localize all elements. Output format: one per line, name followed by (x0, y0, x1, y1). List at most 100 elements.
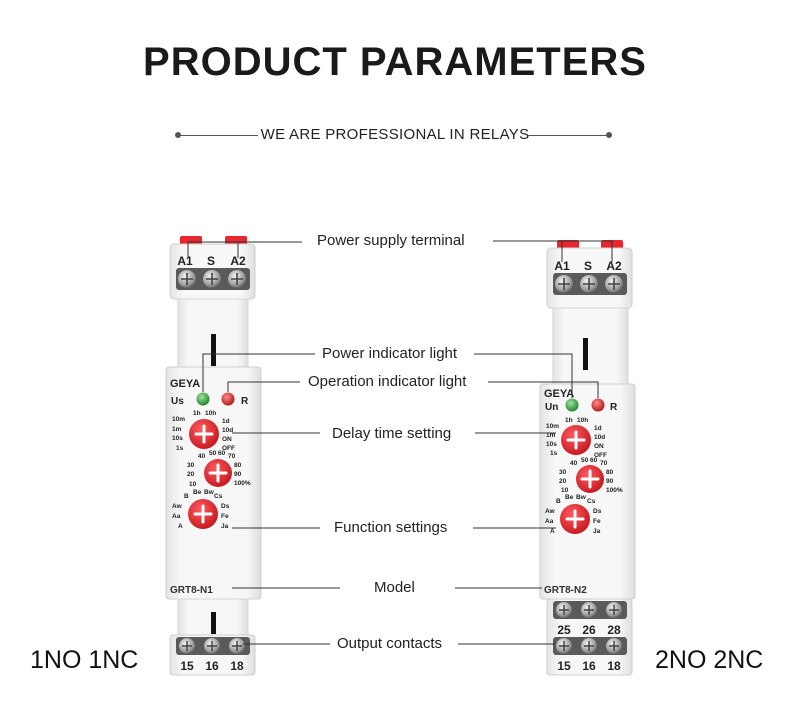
led-label-right-r: R (610, 402, 618, 413)
dial-label: 1s (550, 450, 558, 457)
dial-label: 70 (228, 453, 236, 460)
terminal-label-left-s: S (207, 254, 215, 268)
dial-label: 10m (172, 416, 185, 423)
dial-label: B (556, 498, 561, 505)
dial-label: B (184, 493, 189, 500)
terminal-label-right-15: 15 (557, 659, 571, 673)
run-led-icon (591, 398, 605, 412)
power-led-icon (196, 392, 210, 406)
dial-label: 30 (187, 462, 195, 469)
dial-label: Bw (204, 489, 215, 496)
dial-label: Ds (221, 503, 230, 510)
dial-label: 50 (209, 450, 217, 457)
dial-label: 10s (546, 441, 557, 448)
relay-right: A1 S A2 GEYA Un R 10m 1h 10h 1m 10s 1s 1… (539, 240, 636, 676)
page-subtitle: WE ARE PROFESSIONAL IN RELAYS (260, 126, 530, 143)
dial-label: Ja (221, 523, 229, 530)
terminal-label-left-a2: A2 (230, 254, 246, 268)
dial-label: Be (565, 494, 574, 501)
terminal-label-right-s: S (584, 259, 592, 273)
terminal-label-right-26: 26 (582, 623, 596, 637)
terminal-label-right-18: 18 (607, 659, 621, 673)
dial-label: Aw (545, 508, 556, 515)
dial-label: 1m (546, 432, 556, 439)
dial-label: Aw (172, 503, 183, 510)
callout-function-settings: Function settings (334, 519, 448, 536)
callout-operation-indicator-light: Operation indicator light (308, 373, 467, 390)
dial-label: 10m (546, 423, 559, 430)
dial-label: 1m (172, 426, 182, 433)
dial-label: Cs (214, 493, 223, 500)
dial-label: 10d (594, 434, 605, 441)
dial-label: 60 (590, 457, 598, 464)
dial-label: Fe (593, 518, 601, 525)
dial-label: 20 (187, 471, 195, 478)
callout-output-contacts: Output contacts (337, 635, 443, 652)
subtitle-dot-left (175, 132, 181, 138)
callout-power-indicator-light: Power indicator light (322, 345, 458, 362)
terminal-label-left-16: 16 (205, 659, 219, 673)
callout-model: Model (374, 579, 415, 596)
led-label-right-un: Un (545, 402, 558, 413)
percent-knob-left[interactable] (204, 459, 232, 487)
dial-label: A (178, 523, 183, 530)
dial-label: Ja (593, 528, 601, 535)
dial-label: Be (193, 489, 202, 496)
dial-label: ON (594, 443, 604, 450)
dial-label: 90 (234, 471, 242, 478)
relay-left: A1 S A2 GEYA Us R 10m 1h 10h 1m 10s 1s 1… (165, 236, 262, 676)
terminal-label-right-a2: A2 (606, 259, 622, 273)
brand-logo-right: GEYA (544, 388, 574, 400)
time-range-knob-right[interactable] (561, 425, 591, 455)
contact-type-left: 1NO 1NC (30, 646, 139, 674)
terminal-label-right-25: 25 (557, 623, 571, 637)
terminal-label-left-15: 15 (180, 659, 194, 673)
terminal-label-left-18: 18 (230, 659, 244, 673)
terminal-label-left-a1: A1 (177, 254, 193, 268)
dial-label: 50 (581, 457, 589, 464)
function-knob-right[interactable] (560, 504, 590, 534)
percent-knob-right[interactable] (576, 465, 604, 493)
page-title: PRODUCT PARAMETERS (143, 40, 647, 84)
dial-label: 80 (606, 469, 614, 476)
dial-label: 100% (606, 487, 623, 494)
dial-label: 30 (559, 469, 567, 476)
led-label-left-r: R (241, 396, 249, 407)
din-slot-left-top (211, 334, 216, 366)
time-range-knob-left[interactable] (189, 419, 219, 449)
dial-label: Bw (576, 494, 587, 501)
dial-label: 1h (193, 410, 201, 417)
model-label-right: GRT8-N2 (544, 585, 587, 596)
dial-label: A (550, 528, 555, 535)
dial-label: 10 (189, 481, 197, 488)
dial-label: Aa (545, 518, 554, 525)
contact-type-right: 2NO 2NC (655, 646, 764, 674)
dial-label: 1s (176, 445, 184, 452)
dial-label: 40 (570, 460, 578, 467)
terminal-label-right-28: 28 (607, 623, 621, 637)
function-knob-left[interactable] (188, 499, 218, 529)
subtitle-line-right (528, 135, 608, 136)
terminal-label-right-16: 16 (582, 659, 596, 673)
dial-label: 1h (565, 417, 573, 424)
dial-label: 90 (606, 478, 614, 485)
dial-label: 10 (561, 487, 569, 494)
dial-label: 10s (172, 435, 183, 442)
dial-label: 100% (234, 480, 251, 487)
dial-label: 70 (600, 460, 608, 467)
dial-label: 1d (222, 418, 230, 425)
brand-logo-left: GEYA (170, 378, 200, 390)
dial-label: 20 (559, 478, 567, 485)
callout-leader-lines (187, 240, 613, 645)
dial-label: 80 (234, 462, 242, 469)
dial-label: 10h (577, 417, 588, 424)
dial-label: OFF (594, 452, 607, 459)
dial-label: 60 (218, 450, 226, 457)
subtitle-line-left (178, 135, 258, 136)
dial-label: 10d (222, 427, 233, 434)
dial-label: 40 (198, 453, 206, 460)
subtitle-dot-right (606, 132, 612, 138)
dial-label: 10h (205, 410, 216, 417)
dial-label: OFF (222, 445, 235, 452)
